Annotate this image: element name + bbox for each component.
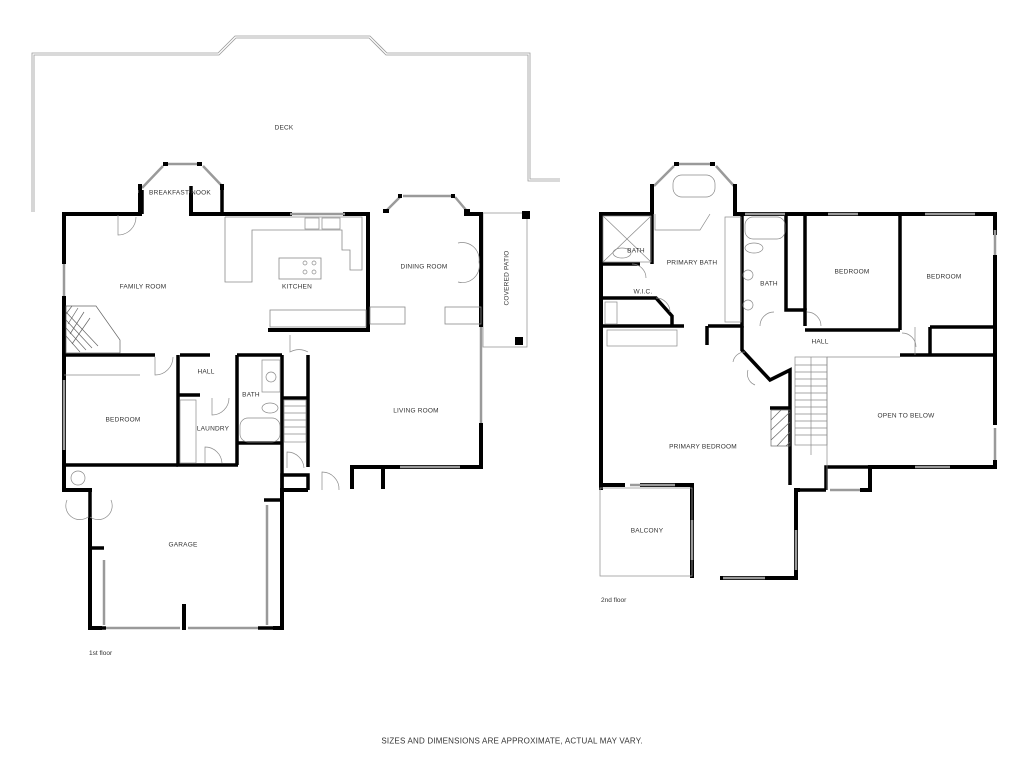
interior-walls — [64, 353, 310, 520]
nook-sides — [140, 190, 224, 214]
bath-fixtures-2 — [602, 174, 786, 347]
room-label-bedroom-1: BEDROOM — [834, 268, 870, 276]
room-label-hall: HALL — [197, 368, 215, 376]
floor-label-1st: 1st floor — [89, 650, 113, 657]
room-label-bath: BATH — [242, 391, 260, 399]
first-floor-plan — [31, 35, 560, 630]
windows-second-floor — [630, 212, 997, 580]
room-label-deck: DECK — [274, 124, 294, 132]
kitchen-fixtures — [302, 217, 341, 275]
room-label-covered-patio: COVERED PATIO — [503, 250, 511, 306]
primary-bath-bay — [653, 162, 735, 187]
interior-walls-2 — [601, 214, 995, 492]
room-label-laundry: LAUNDRY — [196, 425, 230, 433]
room-label-open-to-below: OPEN TO BELOW — [877, 412, 935, 420]
disclaimer-text: SIZES AND DIMENSIONS ARE APPROXIMATE, AC… — [381, 736, 643, 746]
garage-walls — [90, 498, 282, 630]
room-label-primary-bath: PRIMARY BATH — [666, 259, 718, 267]
room-label-dining-room: DINING ROOM — [400, 263, 448, 271]
room-label-hall-2: HALL — [811, 338, 829, 346]
room-label-bedroom-2: BEDROOM — [926, 273, 962, 281]
floor-label-2nd: 2nd floor — [601, 597, 627, 604]
doors-first-floor — [65, 215, 480, 520]
bay-corners — [138, 162, 470, 213]
bedroom-fireplace — [770, 409, 791, 447]
room-label-garage: GARAGE — [168, 541, 198, 549]
room-label-living-room: LIVING ROOM — [393, 407, 439, 415]
second-floor-plan — [599, 162, 997, 580]
bay-corners-2 — [650, 162, 737, 190]
stairs-second-floor — [794, 356, 900, 490]
room-label-family-room: FAMILY ROOM — [119, 283, 167, 291]
room-label-balcony: BALCONY — [630, 527, 664, 535]
bay-windows — [141, 162, 467, 211]
kitchen-counters — [224, 216, 482, 328]
deck-outline — [31, 35, 560, 212]
patio-post — [515, 337, 523, 345]
family-fireplace — [65, 305, 121, 354]
room-label-wic: W.I.C. — [633, 288, 653, 296]
garage-divider — [182, 604, 186, 630]
room-label-breakfast-nook: BREAKFAST NOOK — [149, 189, 211, 197]
exterior-walls-2 — [599, 190, 997, 580]
patio-post — [522, 211, 530, 219]
doors-second-floor — [631, 263, 917, 386]
breakfast-nook-bay — [138, 186, 193, 214]
stairs-first-floor — [283, 399, 307, 443]
room-label-primary-bedroom: PRIMARY BEDROOM — [669, 443, 737, 451]
room-label-bath-small: BATH — [627, 247, 645, 255]
windows-first-floor — [62, 212, 483, 630]
room-label-bath-2: BATH — [760, 280, 778, 288]
room-label-kitchen: KITCHEN — [282, 283, 312, 291]
room-label-bedroom: BEDROOM — [105, 416, 141, 424]
bath-fixtures — [64, 359, 281, 464]
